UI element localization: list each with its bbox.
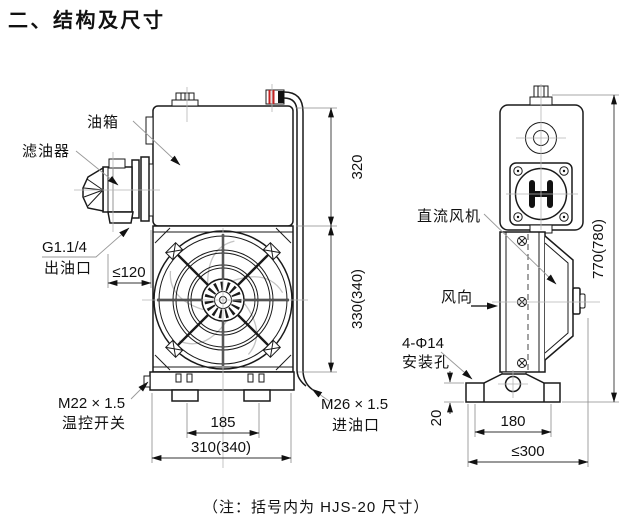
inlet-pipe xyxy=(265,89,314,391)
dim-filter-protrusion: ≤120 xyxy=(112,264,145,281)
front-view xyxy=(82,89,314,402)
dc-fan-label: 直流风机 xyxy=(417,208,481,225)
fan-blade xyxy=(244,303,258,355)
outlet-thread-label: G1.1/4 xyxy=(42,239,87,256)
dim-hole-spacing: 180 xyxy=(500,413,525,430)
dim-overall-height: 770(780) xyxy=(590,219,607,279)
foot-tab xyxy=(243,389,271,402)
filter-flange-plate xyxy=(131,159,140,219)
pipe-inner xyxy=(283,97,307,387)
note-text: （注：括号内为 HJS-20 尺寸） xyxy=(203,499,429,516)
foot-tab xyxy=(171,389,199,402)
tank-side-tab xyxy=(145,116,154,145)
oil-tank xyxy=(145,92,294,227)
bottom-manifold xyxy=(149,371,295,391)
air-flow-arrow xyxy=(471,302,498,310)
fan-blade xyxy=(233,276,284,294)
filter-body xyxy=(102,166,133,213)
fan-blade xyxy=(207,240,235,285)
air-flow-label: 风向 xyxy=(441,289,473,306)
inlet-port-label: 进油口 xyxy=(332,417,380,434)
dim-tank-height: 320 xyxy=(349,154,366,179)
filter-end-knob xyxy=(82,166,104,212)
dim-overall-width: 310(340) xyxy=(191,439,251,456)
dim-overall-depth: ≤300 xyxy=(511,443,544,460)
pipe-outer xyxy=(283,91,314,391)
filter-top-cap xyxy=(108,158,126,169)
callout-labels: 油箱 滤油器 G1.1/4 出油口 M22 × 1.5 温控开关 M26 × 1… xyxy=(22,114,557,434)
breather-cap xyxy=(171,92,199,107)
fitting-nut xyxy=(278,91,284,103)
mounting-holes-name-label: 安装孔 xyxy=(402,354,450,371)
mounting-holes-spec-label: 4-Φ14 xyxy=(402,335,444,352)
dim-cooler-height: 330(340) xyxy=(349,269,366,329)
fan-shroud-side xyxy=(544,235,586,361)
grille-clips xyxy=(165,242,281,358)
fan-blade xyxy=(169,270,204,311)
front-dimensions: 320 330(340) ≤120 185 310(340) xyxy=(107,107,366,463)
mounting-feet xyxy=(143,371,295,402)
side-dimensions: 770(780) 20 180 ≤300 xyxy=(428,94,619,467)
filter-flange-plate xyxy=(140,156,150,222)
shroud-hub xyxy=(572,287,581,315)
outlet-port-label: 出油口 xyxy=(44,260,92,277)
thermo-switch-label: 温控开关 xyxy=(62,415,126,432)
dim-foot-thickness: 20 xyxy=(428,410,445,427)
page-title: 二、结构及尺寸 xyxy=(8,8,166,32)
centerlines xyxy=(74,84,600,468)
motor-flange xyxy=(509,162,573,234)
filter-outlet-port xyxy=(107,211,134,224)
side-view xyxy=(465,85,586,403)
tank-body xyxy=(152,105,294,227)
thermo-thread-label: M22 × 1.5 xyxy=(58,395,125,412)
dim-foot-spacing: 185 xyxy=(210,414,235,431)
filter-label: 滤油器 xyxy=(22,143,70,160)
inlet-thread-label: M26 × 1.5 xyxy=(321,396,388,413)
tank-label: 油箱 xyxy=(87,114,119,131)
